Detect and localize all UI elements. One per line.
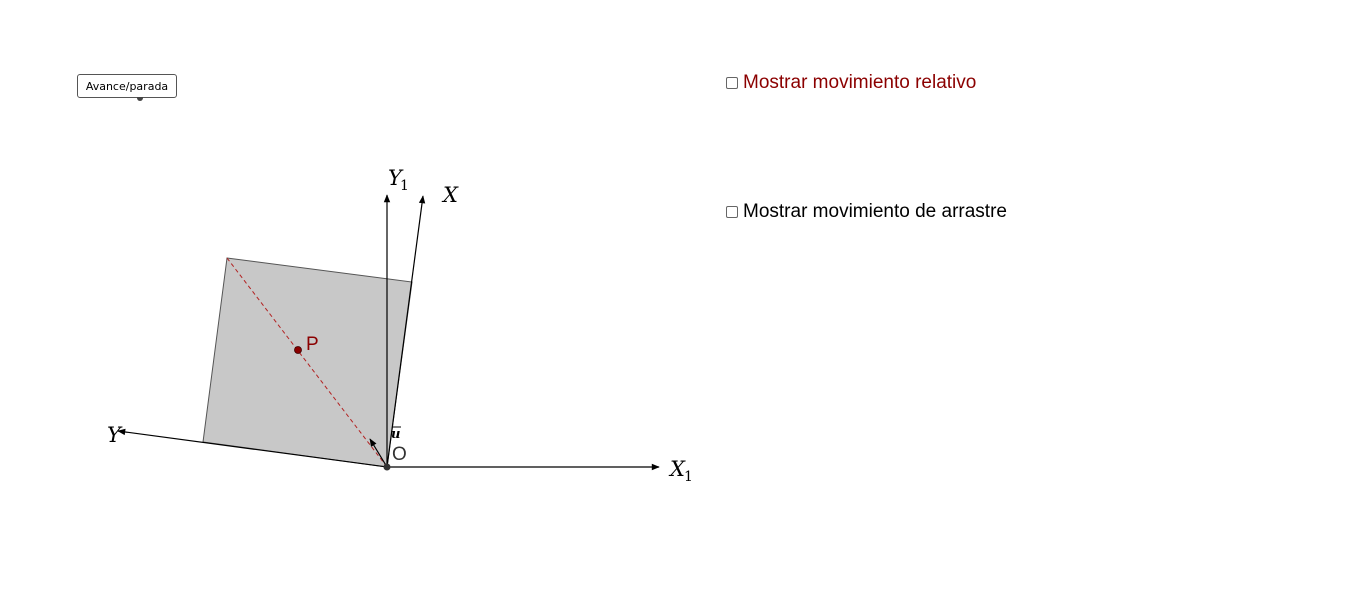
point-p-label: P (306, 334, 319, 355)
rigid-body[interactable] (202, 257, 413, 468)
show-relative-motion-checkbox[interactable] (726, 77, 738, 89)
fixed-y-axis-subscript: 1 (400, 178, 409, 194)
origin-label: O (392, 444, 407, 465)
show-drag-motion-label[interactable]: Mostrar movimiento de arrastre (743, 201, 1007, 222)
moving-x-axis-label: X (441, 183, 459, 207)
fixed-x-axis-label: X (668, 457, 686, 481)
point-p[interactable] (294, 346, 302, 354)
fixed-y-axis-label: Y (388, 166, 404, 190)
moving-x-axis (386, 195, 426, 468)
fixed-x-axis-subscript: 1 (684, 469, 693, 485)
origin-point[interactable] (383, 463, 391, 471)
graphics-view: P O u Y 1 X 1 X Y (107, 166, 693, 485)
unit-vector (369, 438, 388, 468)
vector-u-label: u (391, 427, 400, 442)
show-drag-motion-checkbox-row[interactable]: Mostrar movimiento de arrastre (726, 201, 1007, 223)
advance-stop-button[interactable]: Avance/parada (77, 74, 177, 98)
show-relative-motion-checkbox-row[interactable]: Mostrar movimiento relativo (726, 72, 976, 94)
button-handle (137, 97, 143, 101)
show-drag-motion-checkbox[interactable] (726, 206, 738, 218)
show-relative-motion-label[interactable]: Mostrar movimiento relativo (743, 72, 977, 93)
body-diagonal (226, 257, 388, 468)
moving-y-axis-label: Y (107, 423, 123, 447)
moving-y-axis (117, 428, 388, 468)
